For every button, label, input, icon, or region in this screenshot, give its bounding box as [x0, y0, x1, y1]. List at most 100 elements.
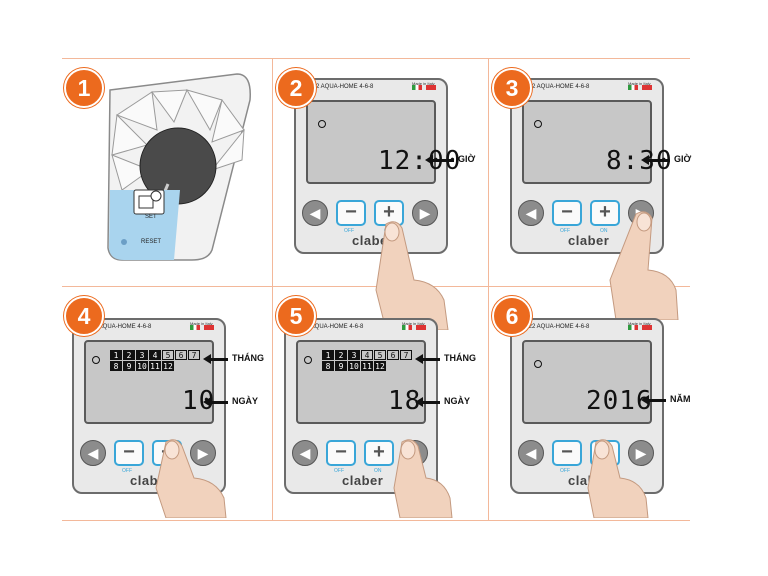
- off-caption: OFF: [122, 468, 132, 474]
- month-label: THÁNG: [232, 353, 264, 363]
- plus-button[interactable]: +: [590, 200, 620, 226]
- made-in-label: Made in Italy: [412, 81, 435, 86]
- left-arrow-button[interactable]: ◀: [80, 440, 106, 466]
- left-arrow-button[interactable]: ◀: [518, 440, 544, 466]
- month-cell: 12: [374, 361, 386, 371]
- left-arrow-button[interactable]: ◀: [518, 200, 544, 226]
- pointer-arrow-icon: [641, 155, 670, 165]
- month-cell: 4: [149, 350, 161, 360]
- month-grid: 1 2 3 4 5 6 7 8 9 10 11 12: [322, 350, 412, 371]
- lcd-day-display: 18: [388, 386, 422, 416]
- minus-button[interactable]: −: [552, 200, 582, 226]
- controller-dial-illustration: [107, 73, 251, 261]
- brand-logo: claber: [568, 233, 610, 248]
- divider-v4: [488, 286, 489, 520]
- step-2-panel: 2 8022 AQUA-HOME 4-6-8 Made in Italy 12:…: [274, 60, 486, 330]
- controller-device: 8022 AQUA-HOME 4-6-8 Made in Italy 2016 …: [510, 318, 664, 494]
- divider-v2: [488, 58, 489, 286]
- step-4-panel: 4 8022 AQUA-HOME 4-6-8 Made in Italy 1 2…: [62, 288, 272, 520]
- left-arrow-button[interactable]: ◀: [292, 440, 318, 466]
- reset-label[interactable]: RESET: [141, 239, 162, 245]
- made-in-label: Made in Italy: [190, 321, 213, 326]
- right-arrow-button[interactable]: ▶: [628, 440, 654, 466]
- italy-flag-icon: [190, 325, 200, 330]
- hour-label: GIỜ: [458, 154, 476, 164]
- divider-bottom: [62, 520, 690, 521]
- finger-icon: [155, 439, 227, 518]
- left-arrow-button[interactable]: ◀: [302, 200, 328, 226]
- model-label: 8022 AQUA-HOME 4-6-8: [522, 84, 590, 90]
- clock-icon: [92, 356, 100, 364]
- month-cell: 12: [162, 361, 174, 371]
- month-cell: 8: [110, 361, 122, 371]
- month-cell: 5: [162, 350, 174, 360]
- step-number-badge: 5: [276, 296, 316, 336]
- clock-icon: [304, 356, 312, 364]
- divider-top: [62, 58, 690, 59]
- on-caption: ON: [374, 468, 382, 474]
- divider-v1: [272, 58, 273, 286]
- pointer-arrow-icon: [425, 155, 454, 165]
- month-cell: 3: [348, 350, 360, 360]
- step-number-badge: 2: [276, 68, 316, 108]
- model-label: 8022 AQUA-HOME 4-6-8: [522, 324, 590, 330]
- finger-icon: [375, 221, 449, 330]
- day-label: NGÀY: [232, 396, 259, 406]
- finger-icon: [393, 439, 453, 518]
- month-cell: 3: [136, 350, 148, 360]
- made-in-label: Made in Italy: [628, 81, 651, 86]
- right-arrow-button[interactable]: ▶: [190, 440, 216, 466]
- year-label: NĂM: [670, 394, 691, 404]
- model-label: 8022 AQUA-HOME 4-6-8: [296, 324, 364, 330]
- off-caption: OFF: [344, 228, 354, 234]
- model-label: 8022 AQUA-HOME 4-6-8: [306, 84, 374, 90]
- lcd-screen: 12:00: [306, 100, 460, 184]
- controller-device: 8022 AQUA-HOME 4-6-8 Made in Italy 1 2 3…: [72, 318, 226, 494]
- finger-icon: [587, 439, 649, 518]
- divider-middle: [62, 286, 690, 287]
- lcd-screen: 2016: [522, 340, 652, 424]
- step-number-badge: 6: [492, 296, 532, 336]
- step-6-panel: 6 8022 AQUA-HOME 4-6-8 Made in Italy 201…: [490, 288, 700, 520]
- flag-icon: [642, 85, 652, 90]
- minus-button[interactable]: −: [114, 440, 144, 466]
- pointer-arrow-icon: [203, 397, 228, 407]
- minus-button[interactable]: −: [552, 440, 582, 466]
- lcd-screen: 1 2 3 4 5 6 7 8 9 10 11 12 18: [296, 340, 426, 424]
- step-1-panel: 1 SET RESET: [62, 60, 272, 286]
- model-label: 8022 AQUA-HOME 4-6-8: [84, 324, 152, 330]
- flag-icon: [426, 85, 436, 90]
- month-cell: 6: [387, 350, 399, 360]
- month-cell: 9: [335, 361, 347, 371]
- minus-button[interactable]: −: [326, 440, 356, 466]
- step-3-panel: 3 8022 AQUA-HOME 4-6-8 Made in Italy 8:3…: [490, 60, 700, 320]
- minus-button[interactable]: −: [336, 200, 366, 226]
- made-in-label: Made in Italy: [402, 321, 425, 326]
- lcd-year-display: 2016: [586, 386, 653, 416]
- month-cell: 5: [374, 350, 386, 360]
- step-5-panel: 5 8022 AQUA-HOME 4-6-8 Made in Italy 1 2…: [274, 288, 486, 520]
- divider-v3: [272, 286, 273, 520]
- clock-icon: [534, 360, 542, 368]
- month-cell: 7: [188, 350, 200, 360]
- lcd-screen: 1 2 3 4 5 6 7 8 9 10 11 12 10: [84, 340, 214, 424]
- brand-logo: claber: [342, 473, 384, 488]
- plus-button[interactable]: +: [364, 440, 394, 466]
- step-number-badge: 3: [492, 68, 532, 108]
- month-grid: 1 2 3 4 5 6 7 8 9 10 11 12: [110, 350, 200, 371]
- plus-button[interactable]: +: [374, 200, 404, 226]
- right-arrow-button[interactable]: ▶: [412, 200, 438, 226]
- italy-flag-icon: [402, 325, 412, 330]
- italy-flag-icon: [412, 85, 422, 90]
- month-cell: 11: [361, 361, 373, 371]
- pointer-arrow-icon: [415, 354, 440, 364]
- month-cell: 1: [322, 350, 334, 360]
- set-label[interactable]: SET: [145, 214, 157, 220]
- lcd-screen: 8:30: [522, 100, 672, 184]
- month-cell: 8: [322, 361, 334, 371]
- clock-icon: [534, 120, 542, 128]
- day-label: NGÀY: [444, 396, 471, 406]
- pointer-arrow-icon: [415, 397, 440, 407]
- month-cell: 7: [400, 350, 412, 360]
- flag-icon: [642, 325, 652, 330]
